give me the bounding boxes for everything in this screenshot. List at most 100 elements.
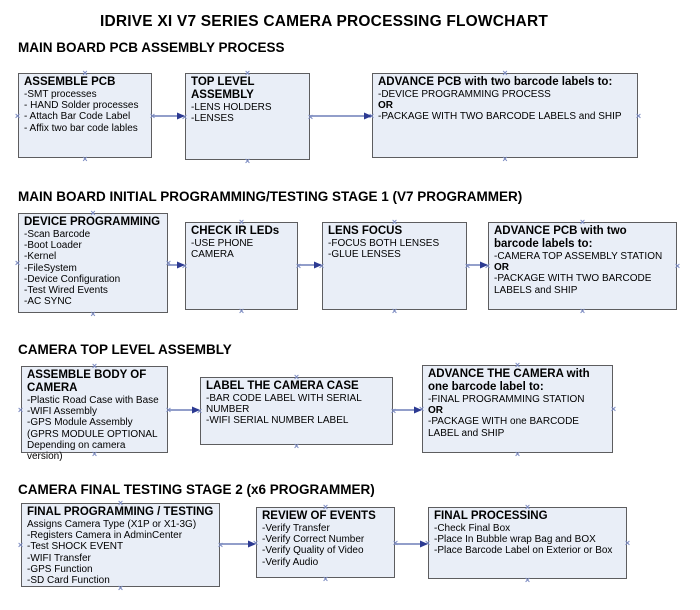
connection-point-icon: × [391, 305, 398, 316]
box-line: -Verify Transfer [262, 523, 330, 534]
section-heading-top-level-assembly: CAMERA TOP LEVEL ASSEMBLY [18, 342, 232, 357]
connection-point-icon: × [307, 111, 314, 122]
box-line: -LENSES [191, 113, 234, 125]
box-lines: -USE PHONE CAMERA [191, 238, 292, 260]
connection-point-icon: × [624, 538, 631, 548]
flow-arrow[interactable] [168, 406, 200, 414]
connection-point-icon: × [424, 538, 431, 548]
box-line: -GLUE LENSES [328, 249, 401, 261]
box-lines: -Scan Barcode-Boot Loader-Kernel-FileSys… [24, 229, 162, 307]
page-title: IDRIVE XI V7 SERIES CAMERA PROCESSING FL… [99, 13, 549, 30]
box-line: -GPS Module Assembly [27, 417, 133, 429]
connection-point-icon: × [635, 110, 642, 121]
connection-point-icon: × [17, 404, 24, 415]
box-line: -Place Barcode Label on Exterior or Box [434, 545, 613, 557]
connection-point-icon: × [217, 540, 224, 550]
flow-box-top-level-assembly[interactable]: TOP LEVEL ASSEMBLY -LENS HOLDERS-LENSES … [181, 68, 314, 165]
flow-box-assemble-pcb[interactable]: ASSEMBLE PCB -SMT processes- HAND Solder… [15, 68, 155, 163]
box-line: -BAR CODE LABEL WITH SERIAL NUMBER [206, 393, 362, 416]
box-title: FINAL PROGRAMMING / TESTING [27, 506, 214, 518]
box-line: -Place In Bubble wrap Bag and BOX [434, 534, 596, 546]
box-lines: -Plastic Road Case with Base-WIFI Assemb… [27, 395, 162, 462]
box-line: -Check Final Box [434, 523, 511, 534]
connection-point-icon: × [514, 448, 521, 459]
flow-box-assemble-body-of-camera[interactable]: ASSEMBLE BODY OF CAMERA -Plastic Road Ca… [17, 361, 172, 462]
connection-point-icon: × [181, 111, 188, 122]
connection-point-icon: × [390, 406, 397, 416]
connection-point-icon: × [484, 261, 491, 271]
box-line: -Verify Correct Number [262, 534, 365, 546]
box-line: -DEVICE PROGRAMMING PROCESS [378, 89, 551, 100]
box-lines: Assigns Camera Type (X1P or X1-3G)-Regis… [27, 519, 214, 586]
box-line: Assigns Camera Type (X1P or X1-3G) [27, 519, 197, 530]
box-line: -Boot Loader [24, 240, 82, 252]
flow-box-advance-camera-one-label[interactable]: ADVANCE THE CAMERA with one barcode labe… [419, 360, 616, 458]
box-line: OR [494, 262, 509, 274]
section-heading-final-testing: CAMERA FINAL TESTING STAGE 2 (x6 PROGRAM… [18, 482, 375, 497]
connection-point-icon: × [318, 261, 325, 271]
box-line: -Plastic Road Case with Base [27, 395, 159, 406]
flow-box-review-of-events[interactable]: REVIEW OF EVENTS -Verify Transfer-Verify… [252, 502, 399, 583]
box-lines: -Check Final Box-Place In Bubble wrap Ba… [434, 523, 621, 557]
box-title: LABEL THE CAMERA CASE [206, 380, 359, 392]
flow-box-label-camera-case[interactable]: LABEL THE CAMERA CASE -BAR CODE LABEL WI… [197, 372, 397, 450]
connection-point-icon: × [322, 573, 329, 584]
connection-point-icon: × [90, 308, 96, 319]
flow-box-device-programming[interactable]: DEVICE PROGRAMMING -Scan Barcode-Boot Lo… [14, 208, 172, 318]
box-title: TOP LEVEL ASSEMBLY [191, 76, 255, 101]
flow-box-final-processing[interactable]: FINAL PROCESSING -Check Final Box-Place … [424, 502, 631, 584]
box-line: -Test SHOCK EVENT [27, 541, 124, 553]
box-line: - Attach Bar Code Label [24, 111, 131, 123]
box-line: -Registers Camera in AdminCenter [27, 530, 183, 542]
box-title: ADVANCE THE CAMERA with one barcode labe… [428, 368, 590, 393]
box-line: -LENS HOLDERS [191, 102, 272, 113]
flow-arrow[interactable] [310, 112, 372, 120]
box-title: FINAL PROCESSING [434, 510, 548, 522]
box-line: -Test Wired Events [24, 285, 108, 297]
flow-box-check-ir-leds[interactable]: CHECK IR LEDs -USE PHONE CAMERA ×××× [182, 217, 301, 315]
box-line: -CAMERA TOP ASSEMBLY STATION [494, 251, 663, 262]
flow-arrow[interactable] [220, 540, 256, 548]
flow-arrow[interactable] [168, 261, 185, 269]
box-line: -Device Configuration [24, 273, 121, 285]
box-lines: -SMT processes- HAND Solder processes- A… [24, 89, 146, 134]
box-lines: -LENS HOLDERS-LENSES [191, 102, 304, 124]
flow-box-lens-focus[interactable]: LENS FOCUS -FOCUS BOTH LENSES-GLUE LENSE… [318, 217, 471, 315]
flow-arrow[interactable] [395, 540, 428, 548]
box-line: -WIFI Transfer [27, 552, 91, 564]
box-line: -Verify Quality of Video [262, 545, 364, 557]
flow-arrow[interactable] [467, 261, 488, 269]
connection-point-icon: × [392, 537, 399, 548]
flow-arrow[interactable] [393, 406, 422, 414]
box-title: ADVANCE PCB with two barcode labels to: [494, 225, 627, 250]
flow-box-advance-pcb-two-labels-stage1[interactable]: ADVANCE PCB with two barcode labels to: … [484, 217, 680, 315]
flow-box-final-programming-testing[interactable]: FINAL PROGRAMMING / TESTING Assigns Came… [18, 498, 224, 592]
box-title: ASSEMBLE PCB [24, 76, 116, 88]
box-lines: -BAR CODE LABEL WITH SERIAL NUMBER-WIFI … [206, 393, 387, 427]
connection-point-icon: × [579, 305, 586, 316]
connection-point-icon: × [252, 537, 259, 548]
box-title: ASSEMBLE BODY OF CAMERA [27, 369, 147, 394]
connection-point-icon: × [524, 574, 531, 585]
box-line: -FOCUS BOTH LENSES [328, 238, 440, 249]
box-line: -SMT processes [24, 89, 97, 100]
connection-point-icon: × [165, 404, 172, 415]
connection-point-icon: × [293, 440, 300, 451]
box-line: -GPS Function [27, 563, 93, 575]
connection-point-icon: × [165, 258, 172, 268]
box-line: - HAND Solder processes [24, 100, 139, 112]
box-line: -PACKAGE WITH TWO BARCODE LABELS and SHI… [494, 273, 652, 296]
flow-arrow[interactable] [152, 112, 185, 120]
connection-point-icon: × [464, 261, 471, 271]
box-line: -WIFI SERIAL NUMBER LABEL [206, 415, 349, 427]
box-line: (GPRS MODULE OPTIONAL Depending on camer… [27, 428, 158, 463]
connection-point-icon: × [14, 258, 21, 268]
flow-arrow[interactable] [298, 261, 322, 269]
box-line: -Kernel [24, 251, 57, 263]
section-heading-pcb-assembly: MAIN BOARD PCB ASSEMBLY PROCESS [18, 40, 285, 55]
flow-box-advance-pcb-two-labels[interactable]: ADVANCE PCB with two barcode labels to: … [369, 68, 642, 163]
connection-point-icon: × [238, 305, 245, 316]
